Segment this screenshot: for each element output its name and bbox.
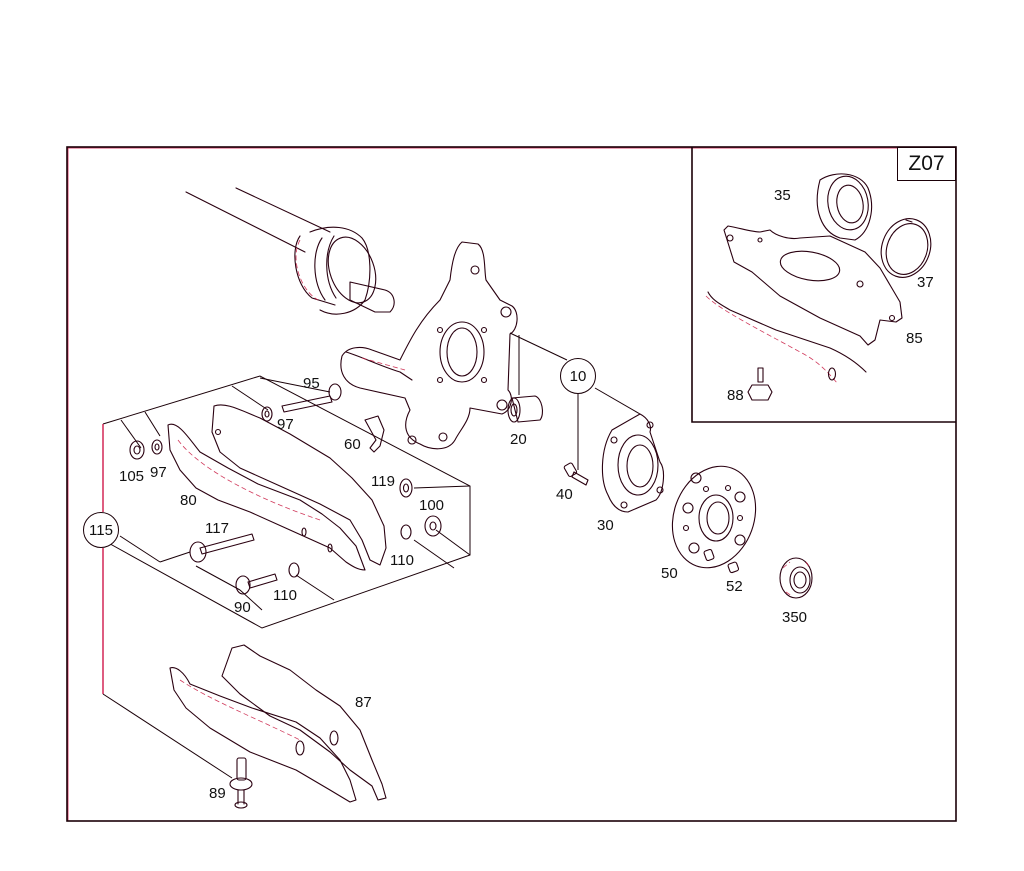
callout-10[interactable]: 10	[560, 358, 596, 394]
part-label-89[interactable]: 89	[209, 785, 226, 802]
diagram-frame	[66, 146, 957, 822]
bolt-89-drawing	[229, 757, 253, 809]
group-code-z07: Z07	[897, 147, 956, 181]
part-label-100[interactable]: 100	[419, 497, 445, 514]
callout-115[interactable]: 115	[83, 512, 119, 548]
part-label-37[interactable]: 37	[917, 274, 934, 291]
part-label-35[interactable]: 35	[774, 187, 791, 204]
part-label-20[interactable]: 20	[510, 431, 527, 448]
part-label-90[interactable]: 90	[234, 599, 251, 616]
part-label-105[interactable]: 105	[119, 468, 145, 485]
part-label-88[interactable]: 88	[727, 387, 744, 404]
bearing-housing-30-drawing	[601, 413, 665, 513]
collar-nut-350-drawing	[779, 557, 813, 599]
part-label-50[interactable]: 50	[661, 565, 678, 582]
part-label-97-left[interactable]: 97	[150, 464, 167, 481]
knuckle-drawing	[340, 241, 518, 450]
part-label-117[interactable]: 117	[205, 520, 229, 537]
control-arm-80-drawing	[167, 404, 387, 571]
bolt-40-drawing	[563, 462, 589, 486]
part-label-52[interactable]: 52	[726, 578, 743, 595]
part-label-350[interactable]: 350	[782, 609, 808, 626]
bearing-35-drawing	[816, 173, 873, 241]
part-label-40[interactable]: 40	[556, 486, 573, 503]
part-label-60[interactable]: 60	[344, 436, 361, 453]
part-label-110-lower[interactable]: 110	[273, 587, 297, 604]
part-label-97-upper[interactable]: 97	[277, 416, 294, 433]
part-label-30[interactable]: 30	[597, 517, 614, 534]
part-label-110-right[interactable]: 110	[390, 552, 414, 569]
inset-frame-z07	[691, 147, 956, 423]
hub-flange-50-drawing	[671, 465, 757, 569]
part-label-80[interactable]: 80	[180, 492, 197, 509]
part-label-87[interactable]: 87	[355, 694, 372, 711]
part-label-119[interactable]: 119	[371, 473, 395, 490]
drive-shaft-drawing	[185, 187, 395, 315]
bushing-20-drawing	[507, 332, 568, 423]
part-label-85[interactable]: 85	[906, 330, 923, 347]
kit-115-box-lines	[102, 375, 471, 779]
circlip-37-drawing	[880, 218, 932, 278]
callout-10-leaders	[577, 387, 641, 470]
part-label-95[interactable]: 95	[303, 375, 320, 392]
control-arm-87-drawing	[169, 644, 387, 803]
control-arm-85-drawing	[705, 225, 903, 385]
fasteners-drawing	[129, 383, 442, 595]
stud-52-drawing	[727, 561, 740, 574]
fitting-88-drawing	[747, 367, 773, 401]
